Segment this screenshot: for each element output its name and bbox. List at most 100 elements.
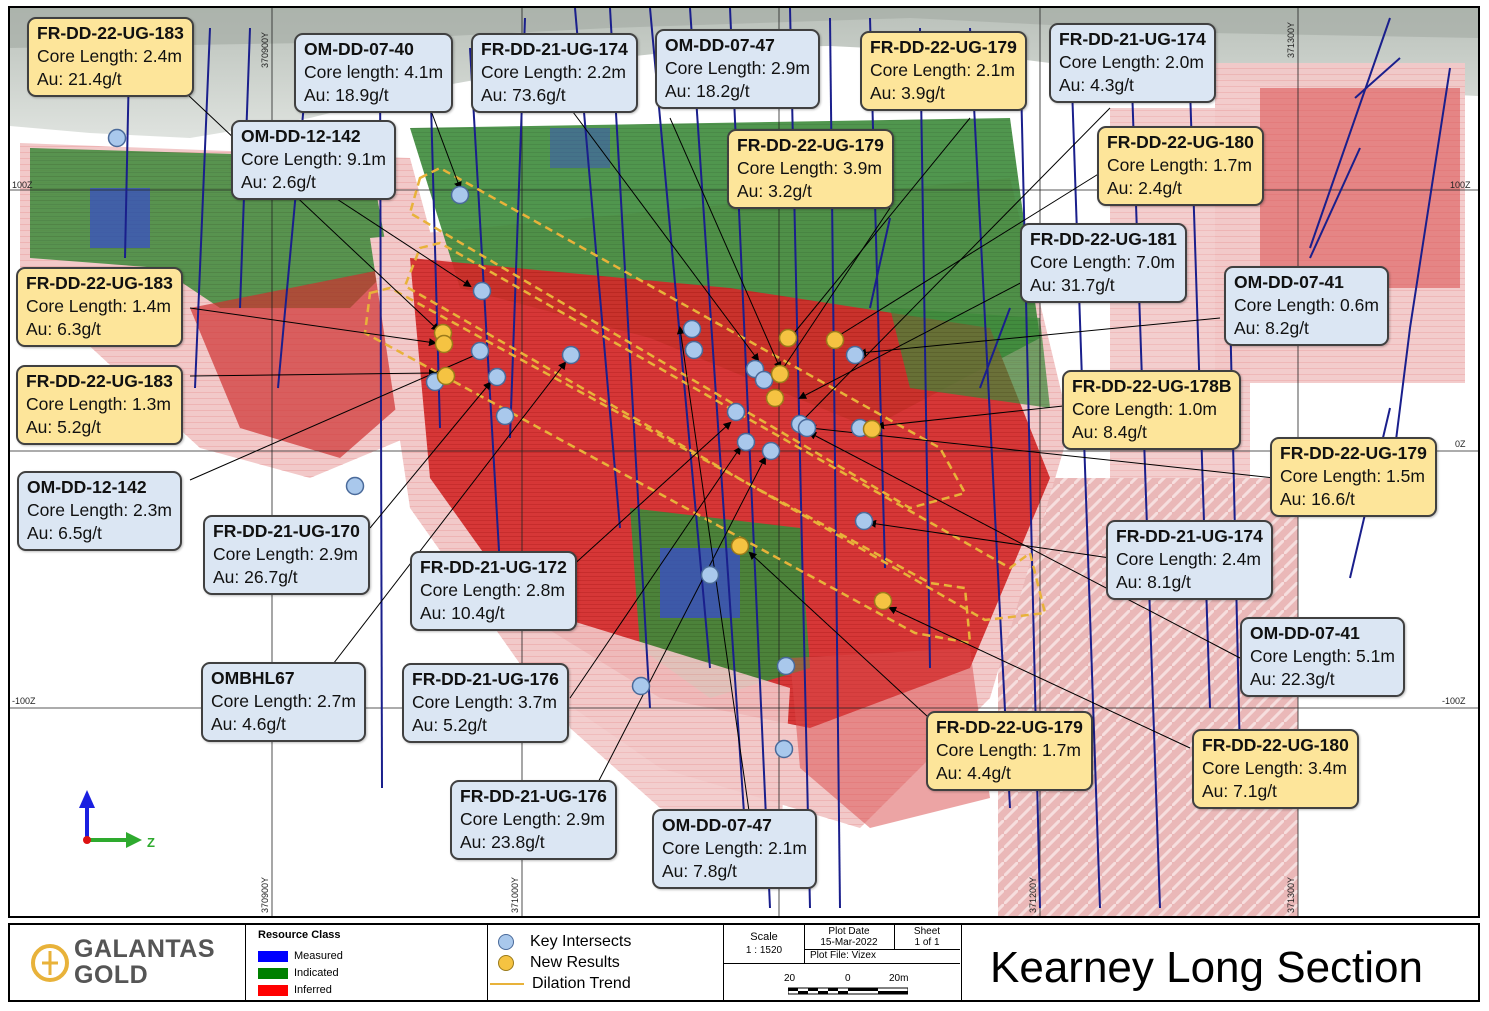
key-intersect-marker — [450, 185, 470, 205]
new-result-markers — [433, 323, 893, 611]
key-intersect-marker — [774, 739, 794, 759]
key-intersect-marker — [854, 511, 874, 531]
upper-measured-block — [550, 128, 610, 168]
key-intersect-marker — [472, 281, 492, 301]
key-intersect-marker — [684, 340, 704, 360]
plot-date-box: Plot Date 15-Mar-2022 — [804, 925, 895, 950]
section-title: Kearney Long Section — [990, 943, 1423, 992]
logo-line2: GOLD — [74, 961, 149, 989]
galantas-logo-icon — [31, 944, 69, 982]
mid-indicated-zone — [890, 308, 1050, 408]
plot-date-value: 15-Mar-2022 — [820, 937, 878, 948]
new-result-marker — [765, 388, 785, 408]
grid-label-371300y-top: 371300Y — [1286, 21, 1296, 58]
key-intersect-marker — [561, 345, 581, 365]
key-intersect-marker — [487, 367, 507, 387]
new-result-icon — [498, 955, 514, 971]
key-intersect-marker — [726, 402, 746, 422]
new-result-marker — [730, 536, 750, 556]
new-result-marker — [434, 334, 454, 354]
scalebar-label-left: 20 — [784, 973, 796, 984]
grid-label-0z: 0Z — [1455, 439, 1466, 449]
grid-label-minus100z-right: -100Z — [1442, 696, 1466, 706]
grid-label-100z-right: 100Z — [1450, 180, 1471, 190]
sheet-box: Sheet 1 of 1 — [894, 925, 960, 950]
new-result-marker — [778, 328, 798, 348]
axis-z-label: Z — [147, 835, 155, 850]
axis-triad — [79, 790, 142, 848]
grid-label-371200y: 371200Y — [1028, 876, 1038, 913]
plot-file-box: Plot File: Vizex — [804, 949, 960, 964]
measured-swatch — [258, 950, 288, 962]
new-result-marker — [825, 330, 845, 350]
key-intersect-marker — [682, 319, 702, 339]
grid-label-371300y: 371300Y — [1286, 876, 1296, 913]
key-intersect-marker — [470, 341, 490, 361]
title-block: GALANTAS GOLD Resource Class Measured In… — [8, 923, 1480, 1002]
resource-class-legend: Resource Class Measured Indicated Inferr… — [246, 925, 488, 1000]
resource-class-title: Resource Class — [258, 929, 341, 941]
scalebar-label-zero: 0 — [845, 973, 851, 984]
map-frame: 100Z 100Z 0Z -100Z -100Z 370900Y 370900Y… — [8, 6, 1480, 918]
legend-key-intersects: Key Intersects — [498, 933, 631, 951]
scale-value: 1 : 1520 — [745, 945, 783, 956]
key-intersect-marker — [736, 432, 756, 452]
key-intersect-markers — [107, 128, 874, 759]
resource-class-indicated: Indicated — [258, 967, 339, 979]
key-intersect-marker — [107, 128, 127, 148]
key-intersect-marker — [845, 345, 865, 365]
grid-label-minus100z: -100Z — [12, 696, 36, 706]
grid-label-100z: 100Z — [12, 180, 33, 190]
scale-bar — [788, 987, 908, 995]
key-intersect-marker — [631, 676, 651, 696]
new-result-marker — [873, 591, 893, 611]
lower-light-lobe — [530, 608, 790, 848]
logo-cell: GALANTAS GOLD — [10, 925, 246, 1000]
scalebar-label-right: 20m — [889, 973, 909, 984]
left-inferred-zone — [190, 268, 420, 458]
sheet-value: 1 of 1 — [914, 937, 940, 948]
key-intersect-marker — [797, 418, 817, 438]
plot-date-label: Plot Date — [828, 926, 870, 937]
sheet-label: Sheet — [913, 926, 941, 937]
inferred-block-medium — [1260, 88, 1460, 288]
key-intersect-marker — [754, 370, 774, 390]
dilation-trend-outlines — [363, 166, 1047, 645]
key-intersect-marker — [776, 656, 796, 676]
new-result-marker — [770, 364, 790, 384]
key-intersect-marker — [345, 476, 365, 496]
key-intersect-marker — [700, 565, 720, 585]
grid-label-370900y: 370900Y — [260, 876, 270, 913]
new-result-marker — [436, 366, 456, 386]
grid-label-370900y-top: 370900Y — [260, 31, 270, 68]
key-intersect-icon — [498, 934, 514, 950]
legend-dilation-trend: Dilation Trend — [490, 975, 631, 993]
key-intersect-marker — [495, 406, 515, 426]
